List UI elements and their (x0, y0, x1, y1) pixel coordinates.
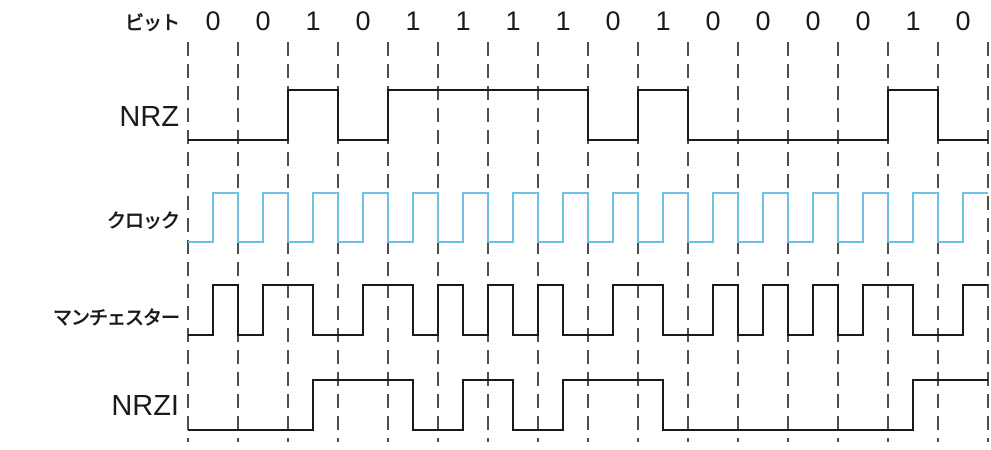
bit-value: 1 (555, 6, 571, 36)
bit-value: 0 (955, 6, 971, 36)
bit-value: 0 (805, 6, 821, 36)
clock-waveform (188, 192, 988, 243)
bit-value: 1 (305, 6, 321, 36)
bit-value: 0 (855, 6, 871, 36)
bit-value: 0 (355, 6, 371, 36)
bit-value: 0 (605, 6, 621, 36)
bit-value: 1 (405, 6, 421, 36)
clock-label: クロック (106, 210, 180, 232)
nrz-label: NRZ (119, 101, 179, 133)
bit-value: 0 (255, 6, 271, 36)
bit-value: 1 (655, 6, 671, 36)
bit-value: 0 (755, 6, 771, 36)
bits-row-label: ビット (124, 12, 180, 34)
nrz-waveform (188, 89, 988, 141)
nrzi-label: NRZI (111, 390, 179, 422)
bit-value: 0 (705, 6, 721, 36)
bit-value: 1 (455, 6, 471, 36)
bit-value: 0 (205, 6, 221, 36)
bit-value: 1 (905, 6, 921, 36)
manchester-label: マンチェスター (52, 307, 180, 329)
manchester-waveform (188, 284, 988, 336)
bit-value: 1 (505, 6, 521, 36)
nrzi-waveform (188, 379, 988, 431)
